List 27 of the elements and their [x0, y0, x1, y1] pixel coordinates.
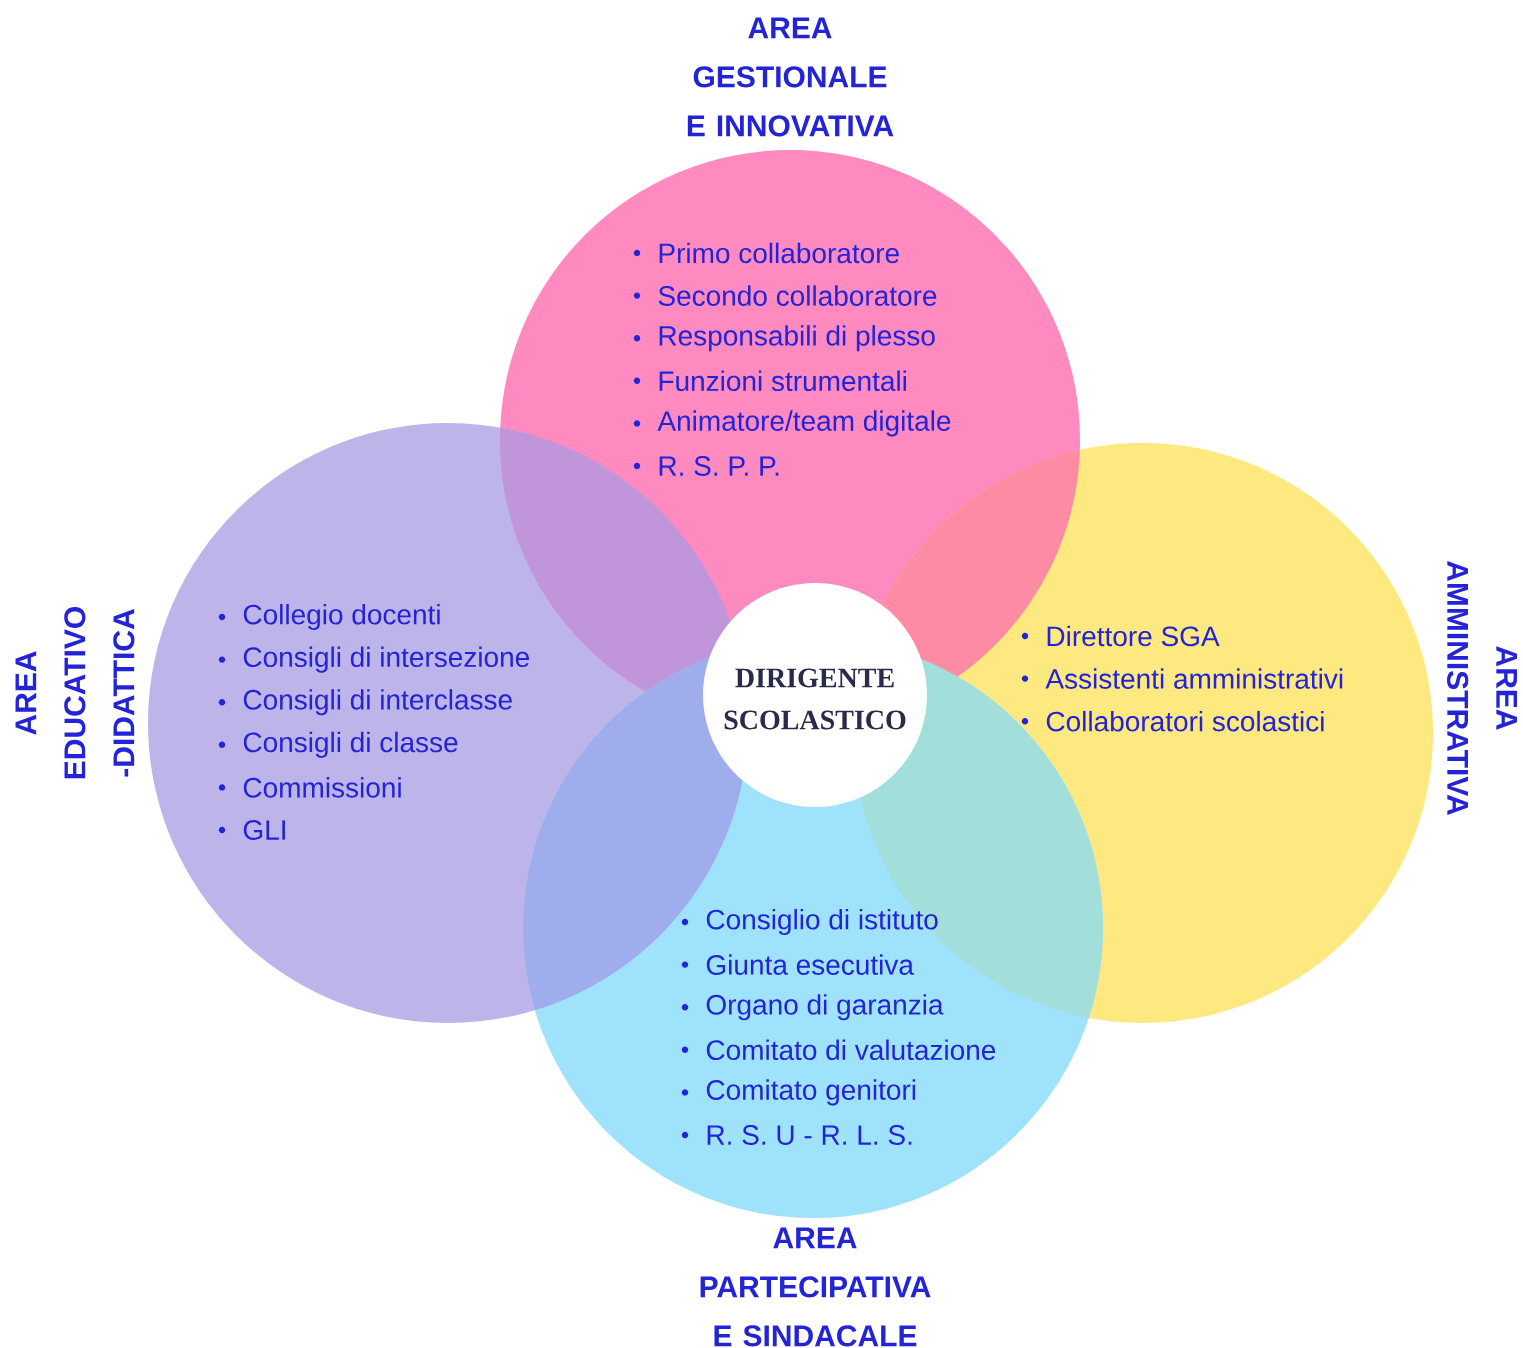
list-item: Direttore SGA	[1021, 625, 1220, 647]
area-heading: AREA GESTIONALE E INNOVATIVA	[687, 17, 894, 137]
area-heading: AREA AMMINISTRATIVA	[1447, 561, 1517, 815]
list-item: Assistenti amministrativi	[1021, 668, 1343, 689]
center-circle	[703, 583, 927, 807]
list-item: Collaboratori scolastici	[1021, 710, 1324, 732]
list-item: Responsabili di plesso	[633, 325, 935, 352]
list-item: Comitato di valutazione	[681, 1039, 996, 1061]
list-item: Consigli di classe	[218, 731, 458, 758]
list-item: Secondo collaboratore	[633, 285, 937, 306]
list-item: Consigli di intersezione	[218, 646, 529, 673]
list-item: Commissioni	[218, 777, 401, 798]
area-heading: AREA EDUCATIVO -DIDATTICA	[15, 607, 135, 779]
center-title: DIRIGENTE SCOLASTICO	[724, 668, 906, 730]
area-heading: AREA PARTECIPATIVA E SINDACALE	[700, 1227, 931, 1347]
list-item: GLI	[218, 820, 285, 840]
list-item: Primo collaboratore	[633, 242, 899, 264]
list-item: Consiglio di istituto	[681, 908, 938, 936]
list-item: R. S. P. P.	[633, 456, 779, 476]
list-item: Collegio docenti	[218, 603, 440, 631]
list-item: Comitato genitori	[681, 1079, 916, 1106]
list-item: Organo di garanzia	[681, 994, 944, 1021]
list-item: Funzioni strumentali	[633, 370, 906, 392]
list-item: R. S. U - R. L. S.	[681, 1125, 912, 1145]
list-item: Consigli di interclasse	[218, 689, 512, 716]
list-item: Giunta esecutiva	[681, 954, 914, 975]
list-item: Animatore/team digitale	[633, 410, 951, 437]
